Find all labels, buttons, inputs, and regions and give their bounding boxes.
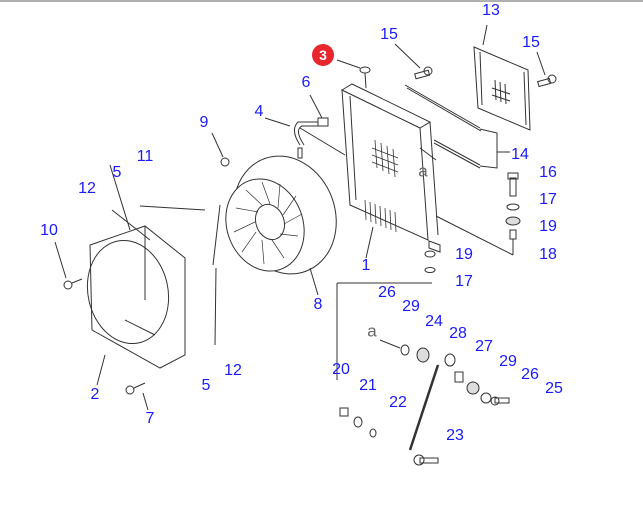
hose [264,94,346,159]
bolts-15 [394,43,557,88]
part-label[interactable]: 19 [539,218,557,235]
fan-shroud [54,164,221,411]
part-label[interactable]: 1 [361,257,371,274]
highlighted-part-badge[interactable]: 3 [312,44,334,66]
part-label[interactable]: 15 [522,34,540,51]
part-label[interactable]: 18 [539,246,557,263]
part-label[interactable]: 5 [201,377,211,394]
reference-mark: a [367,321,377,341]
part-label[interactable]: 11 [136,148,154,165]
part-label[interactable]: 8 [313,296,323,313]
part-label[interactable]: 4 [254,103,264,120]
part-label[interactable]: 24 [425,313,443,330]
part-label[interactable]: 2 [90,386,100,403]
part-label[interactable]: 27 [475,338,493,355]
part-label[interactable]: 28 [449,325,467,342]
part-label[interactable]: 29 [499,353,517,370]
guard [473,24,531,131]
part-label[interactable]: 14 [511,146,529,163]
fan [225,155,337,296]
part-label[interactable]: 7 [145,410,155,427]
nut-9 [220,157,230,167]
top-border [0,0,643,2]
part-label[interactable]: 10 [40,222,58,239]
part-label[interactable]: 26 [521,366,539,383]
part-label[interactable]: 16 [539,164,557,181]
part-label[interactable]: 6 [301,74,311,91]
part-label[interactable]: 29 [402,298,420,315]
tie-rod-parts [336,282,510,466]
part-label[interactable]: 21 [359,377,377,394]
part-label[interactable]: 12 [224,362,242,379]
part-label[interactable]: 17 [455,273,473,290]
part-label[interactable]: 5 [112,164,122,181]
mount-parts [435,172,521,256]
part-label[interactable]: 9 [199,114,209,131]
part-label[interactable]: 15 [380,26,398,43]
part-label[interactable]: 25 [545,380,563,397]
radiator [336,59,441,273]
part-label[interactable]: 22 [389,394,407,411]
part-label[interactable]: 17 [539,191,557,208]
part-label[interactable]: 19 [455,246,473,263]
reference-mark: a [418,161,428,181]
bars [404,84,510,169]
part-label[interactable]: 20 [332,361,350,378]
part-label[interactable]: 23 [446,427,464,444]
part-label[interactable]: 12 [78,180,96,197]
part-label[interactable]: 13 [482,2,500,19]
part-label[interactable]: 26 [378,284,396,301]
